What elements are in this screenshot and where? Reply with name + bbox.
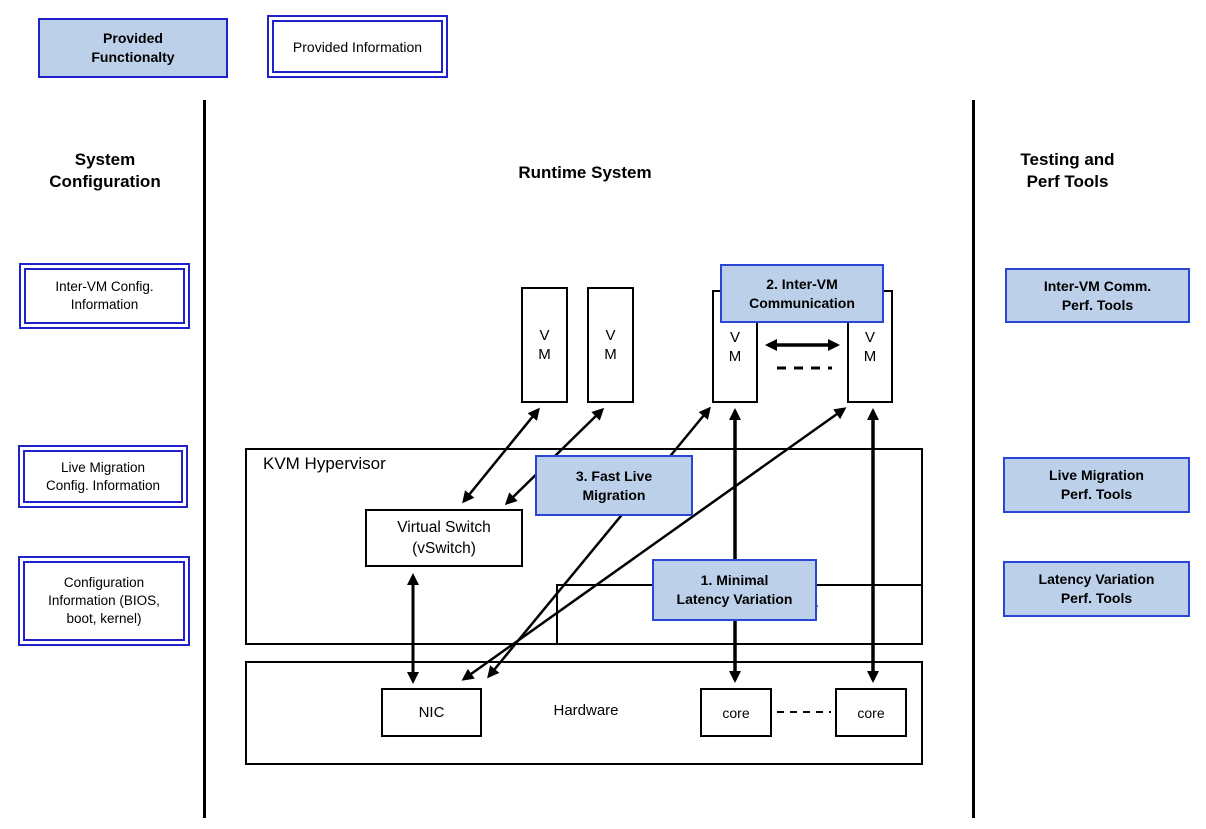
- system-configuration-title: System Configuration: [49, 150, 161, 191]
- core-box-2: core: [835, 688, 907, 737]
- core-box-1: core: [700, 688, 772, 737]
- legend-provided-information: Provided Information: [267, 15, 448, 78]
- legend-provided-functionality: Provided Functionalty: [38, 18, 228, 78]
- testing-perf-tools-title: Testing and Perf Tools: [1020, 150, 1115, 191]
- highlight-minimal-latency-variation: 1. Minimal Latency Variation: [652, 559, 817, 621]
- vm-box-1: V M: [521, 287, 568, 403]
- kvm-hypervisor-label: KVM Hypervisor: [263, 454, 386, 473]
- virtual-switch-box: Virtual Switch (vSwitch): [365, 509, 523, 567]
- latency-variation-perf-tools-box: Latency Variation Perf. Tools: [1003, 561, 1190, 617]
- configuration-info-bios-box: Configuration Information (BIOS, boot, k…: [18, 556, 190, 646]
- live-migration-config-info-label: Live Migration Config. Information: [23, 450, 183, 503]
- runtime-system-title: Runtime System: [518, 163, 652, 182]
- live-migration-config-info-box: Live Migration Config. Information: [18, 445, 188, 508]
- hardware-label: Hardware: [553, 702, 619, 719]
- right-separator-line: [972, 100, 975, 818]
- live-migration-perf-tools-box: Live Migration Perf. Tools: [1003, 457, 1190, 513]
- left-separator-line: [203, 100, 206, 818]
- configuration-info-bios-label: Configuration Information (BIOS, boot, k…: [23, 561, 185, 641]
- legend-provided-information-label: Provided Information: [272, 20, 443, 73]
- highlight-inter-vm-communication: 2. Inter-VM Communication: [720, 264, 884, 323]
- inter-vm-config-info-box: Inter-VM Config. Information: [19, 263, 190, 329]
- inter-vm-comm-perf-tools-box: Inter-VM Comm. Perf. Tools: [1005, 268, 1190, 323]
- vm-box-2: V M: [587, 287, 634, 403]
- inter-vm-config-info-label: Inter-VM Config. Information: [24, 268, 185, 324]
- nic-box: NIC: [381, 688, 482, 737]
- highlight-fast-live-migration: 3. Fast Live Migration: [535, 455, 693, 516]
